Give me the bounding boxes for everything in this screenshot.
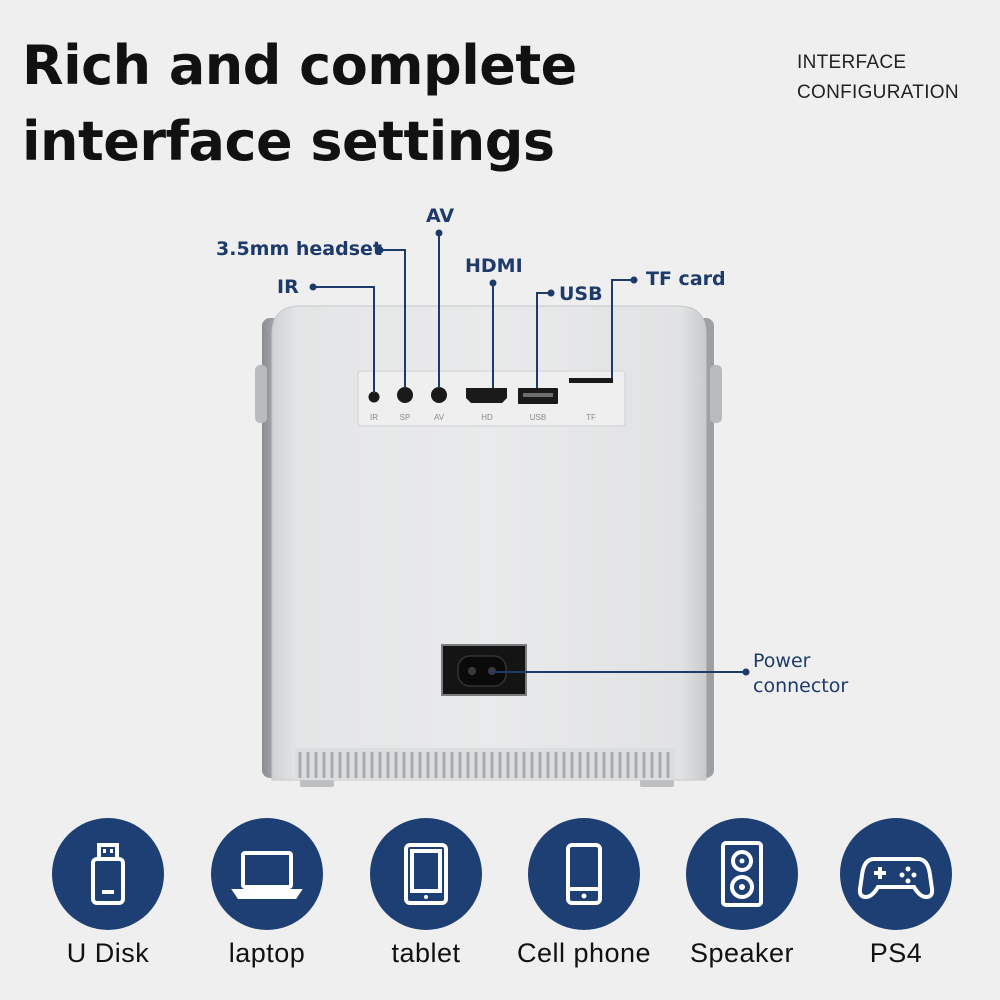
device-laptop: laptop	[211, 818, 323, 968]
tf-slot	[569, 378, 613, 383]
ir-leader-dot	[309, 283, 317, 291]
av-leader-dot	[435, 229, 443, 237]
device-speaker: Speaker	[686, 818, 798, 968]
callout-usb: USB	[559, 283, 603, 305]
callout-power-line-1: Power	[753, 650, 811, 672]
ir-leader-line	[313, 286, 375, 393]
port-label-av: AV	[434, 413, 445, 422]
callout-hdmi: HDMI	[465, 255, 523, 277]
section-tag: INTERFACE CONFIGURATION	[797, 48, 959, 108]
usb-leader-dot	[547, 289, 555, 297]
title-line-2: interface settings	[22, 110, 555, 173]
tf-leader-line	[611, 279, 634, 378]
page-title: Rich and complete interface settings	[22, 28, 577, 180]
hdmi-leader-dot	[489, 279, 497, 287]
gamepad-icon	[840, 818, 952, 930]
right-hinge	[710, 365, 722, 423]
device-label: U Disk	[66, 938, 150, 968]
headset-leader-dot	[376, 246, 384, 254]
right-foot	[640, 780, 674, 787]
port-label-tf: TF	[586, 413, 596, 422]
callout-av: AV	[426, 205, 455, 227]
callout-ir: IR	[277, 276, 299, 298]
callout-headset: 3.5mm headset	[216, 238, 382, 260]
av-port	[431, 387, 447, 403]
hdmi-port	[466, 388, 507, 403]
device-u-disk: U Disk	[52, 818, 164, 968]
section-tag-line-2: CONFIGURATION	[797, 82, 959, 103]
usb-leader-line	[536, 292, 551, 388]
callout-power-line-2: connector	[753, 675, 849, 697]
laptop-icon	[211, 818, 323, 930]
headset-leader-line	[380, 249, 406, 388]
tf-leader-dot	[630, 276, 638, 284]
device-tablet: tablet	[370, 818, 482, 968]
speaker-icon	[686, 818, 798, 930]
device-cell-phone: Cell phone	[517, 818, 651, 968]
cell-phone-icon	[528, 818, 640, 930]
device-label: PS4	[869, 938, 923, 968]
vent-grille	[298, 752, 670, 778]
sp-port	[397, 387, 413, 403]
port-label-hd: HD	[481, 413, 493, 422]
usb-drive-icon	[52, 818, 164, 930]
device-label: Cell phone	[516, 938, 652, 968]
port-label-sp: SP	[400, 413, 411, 422]
tablet-icon	[370, 818, 482, 930]
title-line-1: Rich and complete	[22, 34, 577, 97]
device-label: laptop	[228, 938, 306, 968]
device-label: Speaker	[689, 938, 795, 968]
device-ps4: PS4	[840, 818, 952, 968]
power-leader-dot	[742, 668, 750, 676]
port-label-usb: USB	[530, 413, 546, 422]
device-label: tablet	[391, 938, 461, 968]
callout-tf-card: TF card	[646, 268, 726, 290]
left-hinge	[255, 365, 267, 423]
port-label-ir: IR	[370, 413, 378, 422]
usb-port-tongue	[523, 393, 553, 397]
left-foot	[300, 780, 334, 787]
ir-port	[368, 391, 380, 403]
section-tag-line-1: INTERFACE	[797, 52, 907, 73]
